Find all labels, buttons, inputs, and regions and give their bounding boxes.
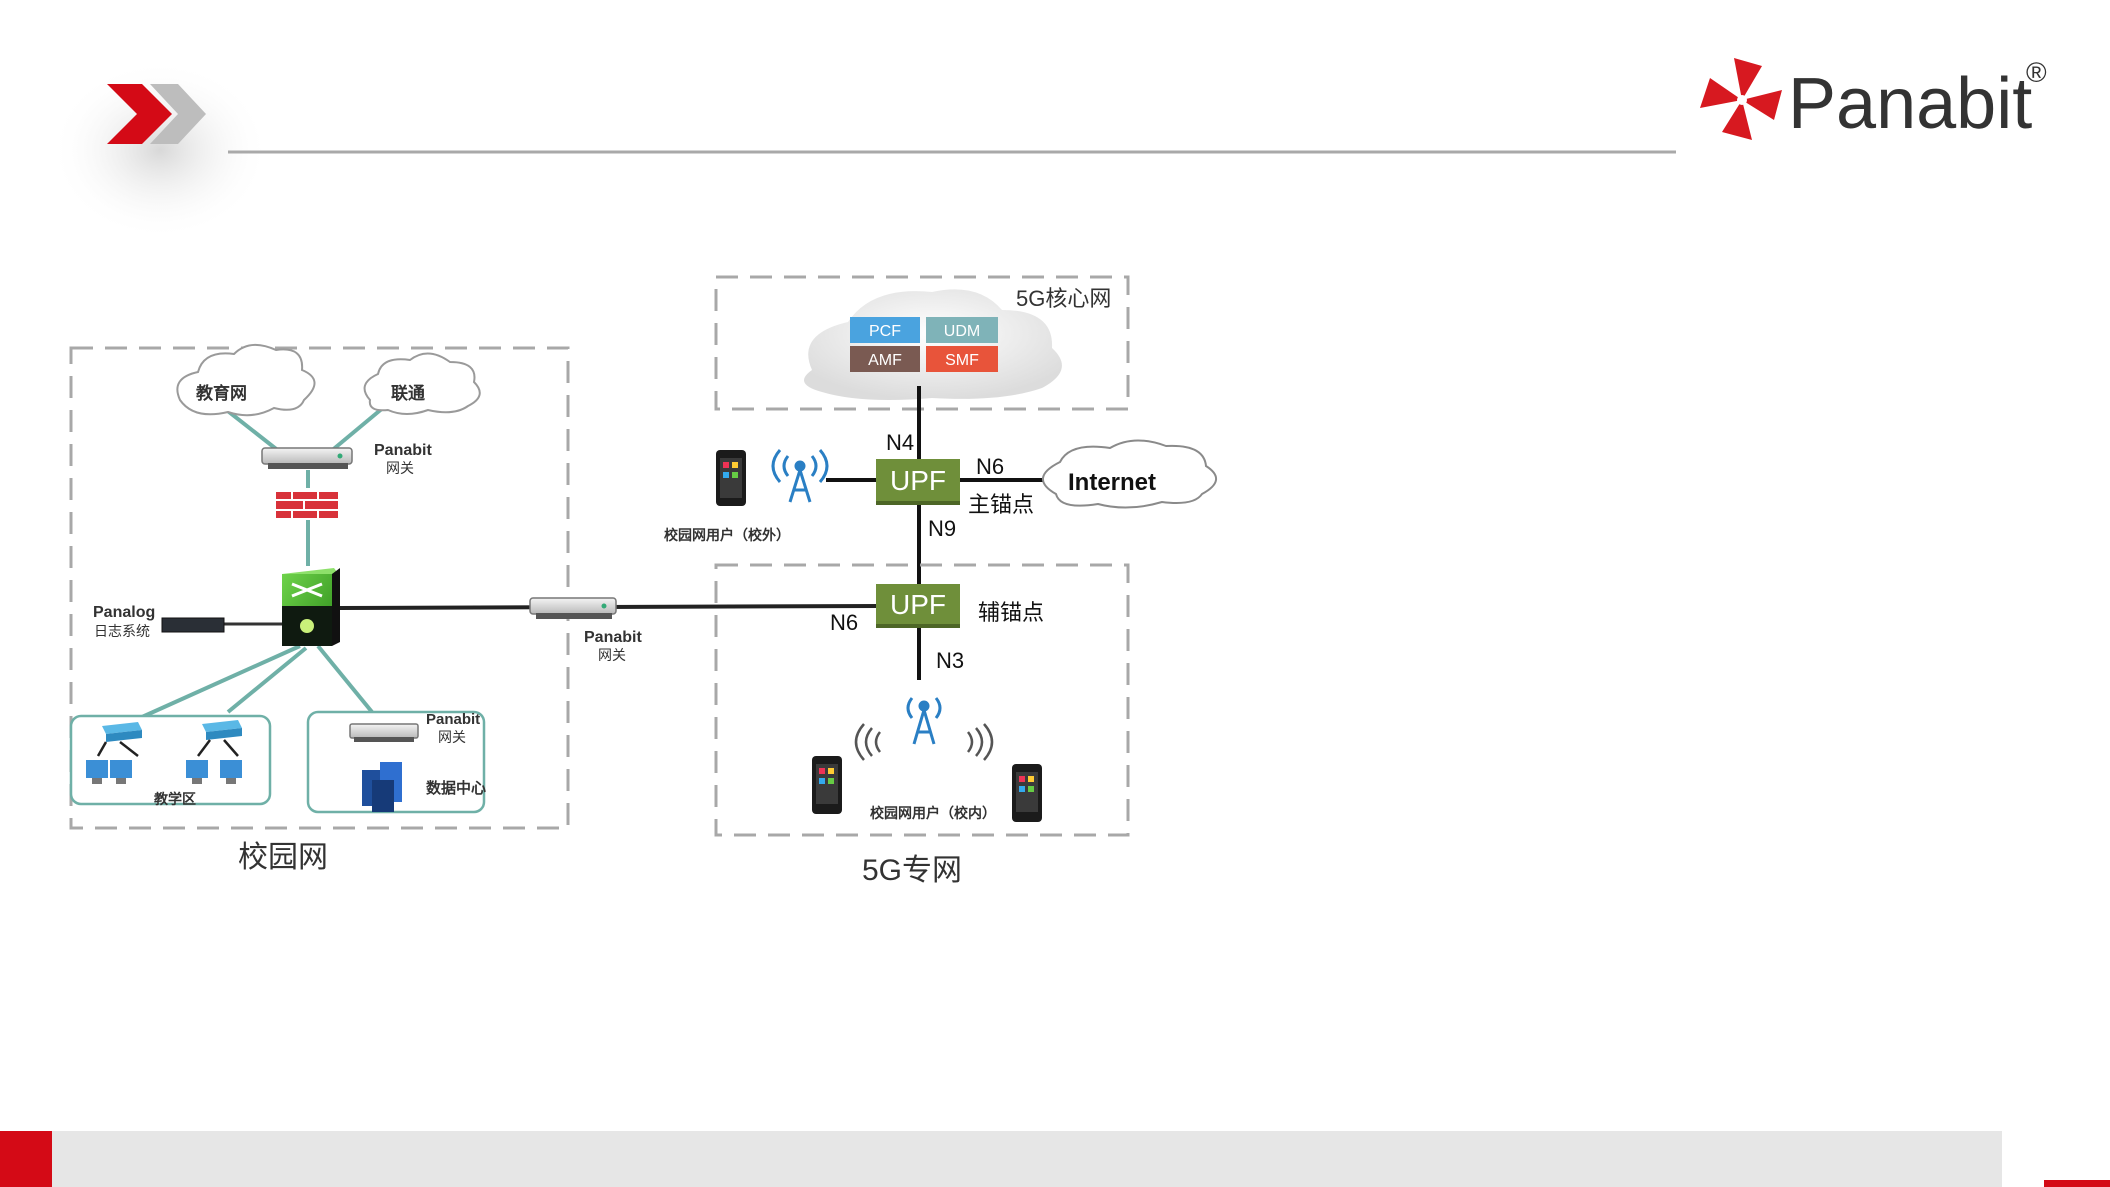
panabit-mid-label: Panabit bbox=[584, 629, 642, 646]
panabit-dc-sub: 网关 bbox=[438, 729, 466, 745]
nf-amf-box bbox=[850, 346, 920, 372]
n4-label: N4 bbox=[886, 430, 914, 455]
brand-logo: Panabit ® bbox=[1700, 57, 2047, 144]
nf-smf-label: SMF bbox=[945, 352, 979, 369]
firewall-icon bbox=[276, 492, 338, 518]
cloud-edu-network: 教育网 bbox=[176, 343, 316, 417]
n3-label: N3 bbox=[936, 648, 964, 673]
pinwheel-icon bbox=[1700, 58, 1782, 140]
aux-anchor-label: 辅锚点 bbox=[978, 600, 1044, 625]
core-switch-icon bbox=[282, 568, 340, 646]
nf-udm-label: UDM bbox=[944, 323, 980, 340]
antenna-outside-icon bbox=[771, 449, 829, 503]
panabit-gateway-middle: Panabit 网关 bbox=[529, 597, 642, 663]
registered-mark: ® bbox=[2026, 57, 2047, 88]
antenna-inside-icon bbox=[906, 697, 942, 745]
upf-aux-label: UPF bbox=[890, 589, 946, 620]
campus-links bbox=[121, 400, 392, 728]
user-outside-label: 校园网用户（校外） bbox=[664, 527, 790, 543]
fiveg-private-boundary bbox=[714, 563, 1130, 837]
footer-red-block bbox=[0, 1131, 52, 1187]
teaching-pcs bbox=[86, 760, 242, 784]
panalog-device: Panalog 日志系统 bbox=[93, 604, 225, 639]
upf-main-label: UPF bbox=[890, 465, 946, 496]
server-icon bbox=[362, 762, 402, 812]
fiveg-title: 5G专网 bbox=[862, 854, 962, 887]
n9-label: N9 bbox=[928, 516, 956, 541]
data-center-label: 数据中心 bbox=[426, 779, 486, 797]
panabit-top-label: Panabit bbox=[374, 442, 432, 459]
upf-main: UPF bbox=[876, 459, 960, 505]
phone-inside-right-icon bbox=[1012, 764, 1042, 822]
core-network-title: 5G核心网 bbox=[1016, 286, 1111, 311]
n6-bottom-label: N6 bbox=[830, 610, 858, 635]
nf-udm-box bbox=[926, 317, 998, 343]
cloud-edu-label: 教育网 bbox=[195, 383, 247, 403]
user-inside-label: 校园网用户（校内） bbox=[870, 805, 996, 821]
nf-pcf-label: PCF bbox=[869, 323, 901, 340]
panabit-mid-sub: 网关 bbox=[598, 647, 626, 663]
header-chevron-logo bbox=[50, 60, 270, 240]
panalog-label: Panalog bbox=[93, 604, 155, 621]
phone-outside-icon bbox=[716, 450, 746, 506]
internet-label: Internet bbox=[1068, 469, 1156, 496]
phone-inside-left-icon bbox=[812, 756, 842, 814]
campus-title: 校园网 bbox=[238, 841, 328, 874]
panalog-sub: 日志系统 bbox=[94, 623, 150, 639]
teaching-area-label: 教学区 bbox=[154, 791, 196, 807]
footer-accent-line bbox=[2044, 1180, 2110, 1187]
panabit-top-sub: 网关 bbox=[386, 460, 414, 476]
teaching-switch-2 bbox=[197, 720, 242, 757]
upf-aux: UPF bbox=[876, 584, 960, 628]
teaching-switch-1 bbox=[96, 722, 142, 757]
panabit-gateway-top: Panabit 网关 bbox=[261, 442, 432, 476]
main-anchor-label: 主锚点 bbox=[968, 492, 1034, 517]
core-nf-grid: PCF UDM AMF SMF bbox=[850, 317, 998, 372]
core-network-boundary bbox=[714, 275, 1130, 411]
campus-boundary bbox=[69, 346, 570, 830]
nf-amf-label: AMF bbox=[868, 352, 902, 369]
cloud-unicom: 联通 bbox=[363, 352, 481, 415]
fiveg-links bbox=[826, 386, 1048, 680]
cloud-unicom-label: 联通 bbox=[391, 384, 425, 403]
panabit-dc-label: Panabit bbox=[426, 711, 480, 728]
footer-bar bbox=[52, 1131, 2002, 1187]
brand-name: Panabit bbox=[1788, 64, 2032, 144]
panabit-dc-gateway: Panabit 网关 bbox=[349, 711, 480, 745]
signal-waves-icon bbox=[854, 723, 994, 761]
internet-cloud: Internet bbox=[1042, 439, 1217, 509]
nf-pcf-box bbox=[850, 317, 920, 343]
nf-smf-box bbox=[926, 346, 998, 372]
n6-top-label: N6 bbox=[976, 454, 1004, 479]
